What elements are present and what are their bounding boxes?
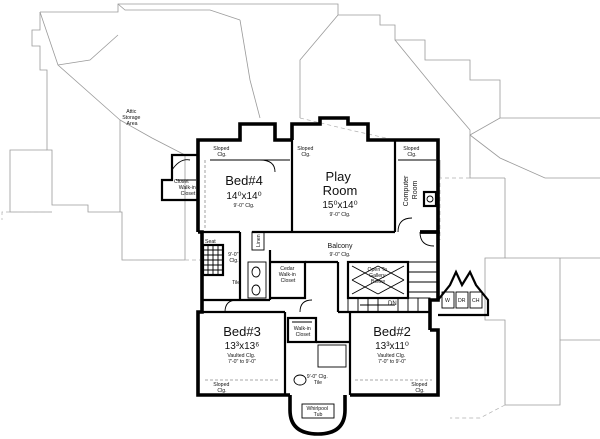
whirlpool-tub	[301, 403, 335, 419]
walkin-left-label: Walk-in Closet	[179, 185, 198, 197]
room-labels: Attic Storage Area Closet Walk-in Closet…	[122, 109, 480, 419]
bed2-name: Bed#2	[373, 324, 411, 339]
walkin-bed2-label: Walk-in Closet	[294, 326, 313, 338]
stair	[347, 261, 438, 313]
balcony-ceiling: 9'-0" Clg.	[330, 252, 351, 258]
closet-ch-label: CH	[472, 298, 480, 304]
sloped-comp-label: Sloped Clg.	[403, 146, 421, 158]
bed4-name: Bed#4	[225, 173, 263, 188]
bed3-name: Bed#3	[223, 324, 261, 339]
bed3-ceiling: Vaulted Clg. 7'-0" to 9'-0"	[227, 353, 256, 365]
bed3-dimensions: 13³x13⁶	[225, 341, 260, 352]
bath-ceiling-label: 9'-0" Clg.	[228, 252, 240, 264]
washer-label: W	[445, 298, 450, 304]
closet-left-label: Closet	[174, 179, 189, 185]
play-room-ceiling: 9'-0" Clg.	[330, 212, 351, 218]
cedar-closet-label: Cedar Walk-in Closet	[279, 266, 298, 284]
bed4-dimensions: 14⁰x14⁰	[226, 191, 261, 202]
attic-label: Attic Storage Area	[122, 109, 142, 127]
sloped-bed4-label: Sloped Clg.	[213, 146, 231, 158]
play-room-dimensions: 15⁰x14⁰	[322, 200, 357, 211]
bed2-ceiling: Vaulted Clg. 7'-0" to 9'-0"	[377, 353, 406, 365]
interior-walls	[201, 140, 438, 395]
bed4-ceiling: 9'-0" Clg.	[234, 203, 255, 209]
computer-room-label: Computer Room	[403, 174, 419, 207]
bath2-label: 9'-0" Clg. Tile	[307, 374, 329, 386]
tile-label: Tile	[232, 280, 240, 286]
sloped-bed2-label: Sloped Clg.	[411, 382, 429, 394]
left-closet-walls	[160, 153, 198, 202]
stair-down-label: DN	[388, 301, 397, 307]
roof-outline	[1, 3, 600, 419]
play-room-name: Play Room	[323, 169, 358, 198]
svg-text:Computer Room: Computer Room	[403, 174, 419, 207]
sloped-play-label: Sloped Clg.	[297, 146, 315, 158]
svg-text:Linen: Linen	[256, 234, 262, 247]
dryer-label: DR	[458, 298, 466, 304]
seat-label: Seat	[205, 239, 216, 245]
whirlpool-label: Whirlpool Tub	[306, 406, 329, 418]
sloped-bed3-label: Sloped Clg.	[213, 382, 231, 394]
gallery-hatch	[351, 265, 405, 295]
laundry-area	[437, 269, 490, 317]
shower-tile	[203, 245, 223, 275]
bed2-dimensions: 13³x11⁰	[375, 341, 409, 352]
balcony-label: Balcony	[328, 243, 353, 250]
linen-label: Linen	[256, 234, 262, 247]
exterior-walls	[196, 116, 440, 436]
open-gallery-label: Open To Gallery Below	[368, 267, 389, 285]
